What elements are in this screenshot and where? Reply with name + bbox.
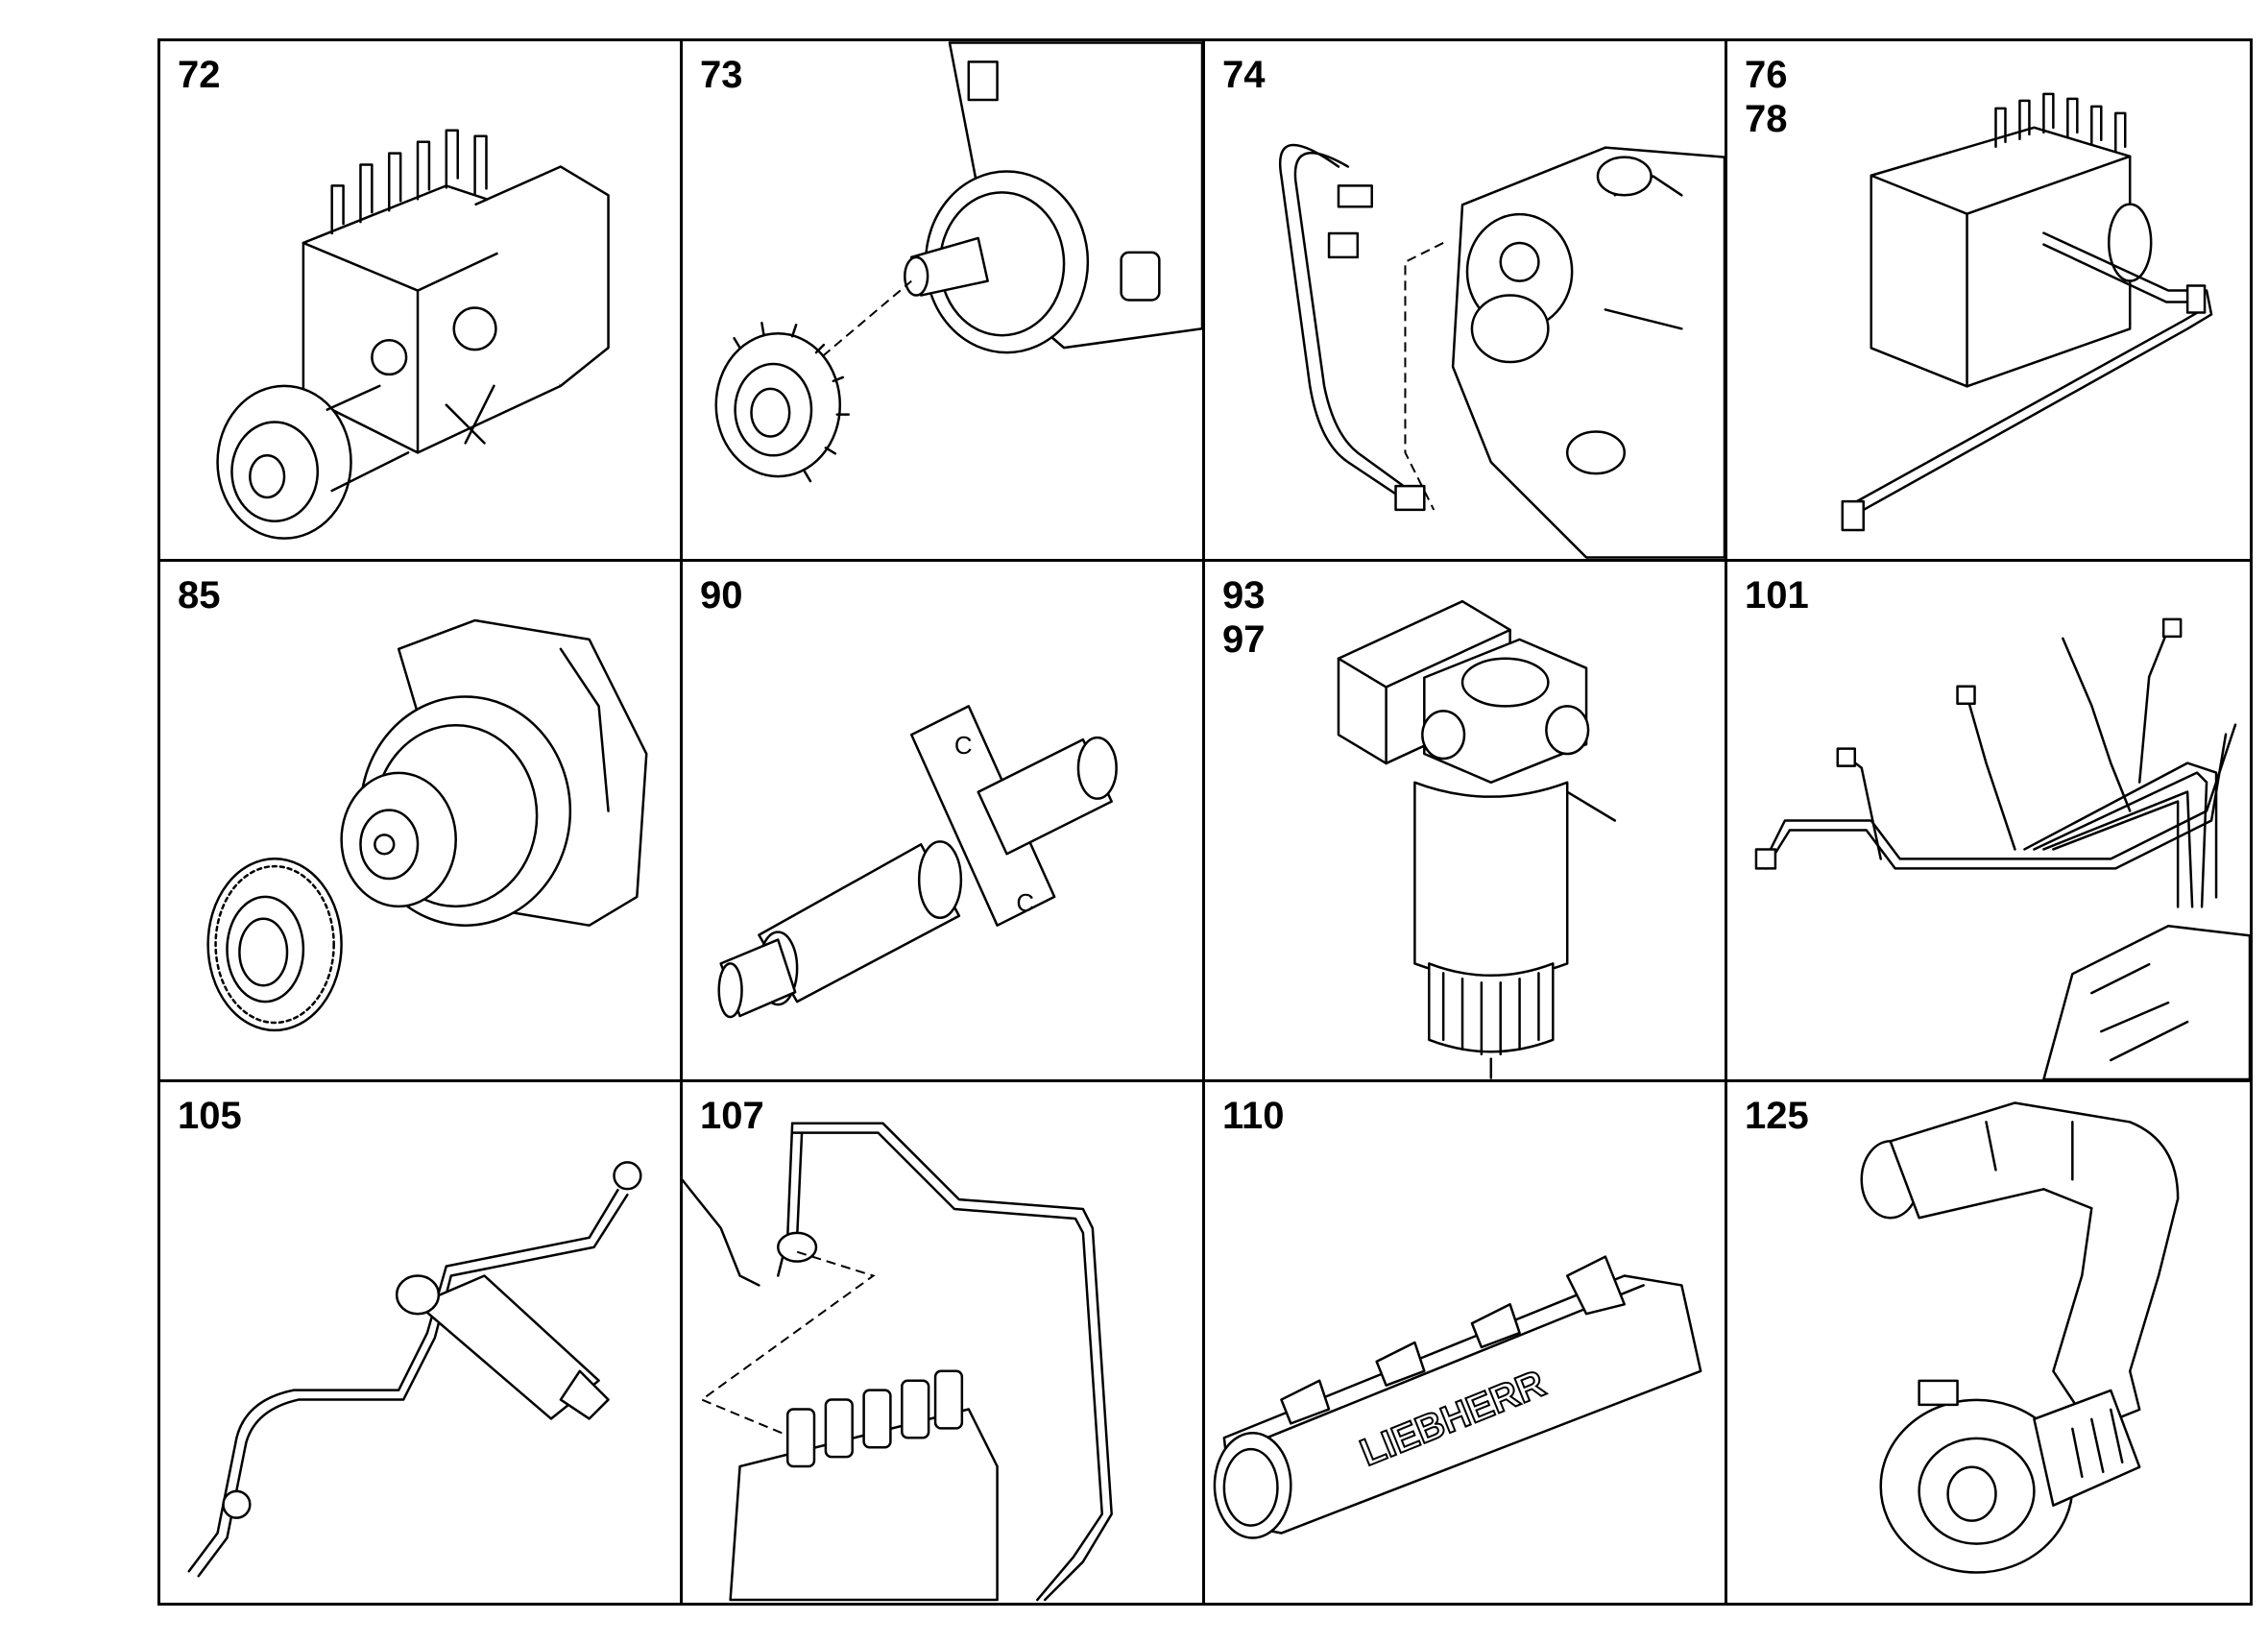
turbocharger-hose-illustration [1727,1082,2250,1603]
cell-107[interactable]: 107 [683,1082,1205,1603]
cell-90[interactable]: 90 C C [683,562,1205,1082]
svg-text:C: C [1016,890,1034,917]
cell-label: 73 [700,54,743,96]
cell-label: 105 [178,1095,242,1137]
cell-110[interactable]: 110 LIEBHERR [1205,1082,1727,1603]
cell-label: 93 97 [1222,574,1266,661]
injector-illustration: C C [683,562,1202,1079]
pump-return-line-illustration [1727,41,2250,559]
fuel-pipe-illustration [683,1082,1202,1603]
cell-label: 90 [700,574,743,616]
cell-101[interactable]: 101 [1727,562,2250,1082]
cell-label: 101 [1745,574,1809,616]
cell-label: 72 [178,54,221,96]
parts-illustration-grid: 72 73 [157,38,2253,1606]
cell-125[interactable]: 125 [1727,1082,2250,1603]
pump-drive-gear-illustration [683,41,1202,559]
cell-74[interactable]: 74 [1205,41,1727,562]
cell-label: 125 [1745,1095,1809,1137]
cell-72[interactable]: 72 [160,41,683,562]
cell-label: 74 [1222,54,1266,96]
injection-lines-illustration [1727,562,2250,1079]
gear-housing-illustration [160,562,680,1079]
fuel-filter-illustration [1205,562,1725,1079]
cell-label: 110 [1222,1095,1285,1137]
cell-105[interactable]: 105 [160,1082,683,1603]
cell-93-97[interactable]: 93 97 [1205,562,1727,1082]
cell-label: 85 [178,574,221,616]
injection-pump-illustration [160,41,680,559]
cell-85[interactable]: 85 [160,562,683,1082]
pump-oil-line-illustration [1205,41,1725,559]
leak-off-line-illustration [160,1082,680,1603]
cell-label: 107 [700,1095,764,1137]
cell-73[interactable]: 73 [683,41,1205,562]
svg-text:C: C [954,733,973,760]
cell-76-78[interactable]: 76 78 [1727,41,2250,562]
cell-label: 76 78 [1745,54,1788,140]
intake-manifold-illustration: LIEBHERR [1205,1082,1725,1603]
